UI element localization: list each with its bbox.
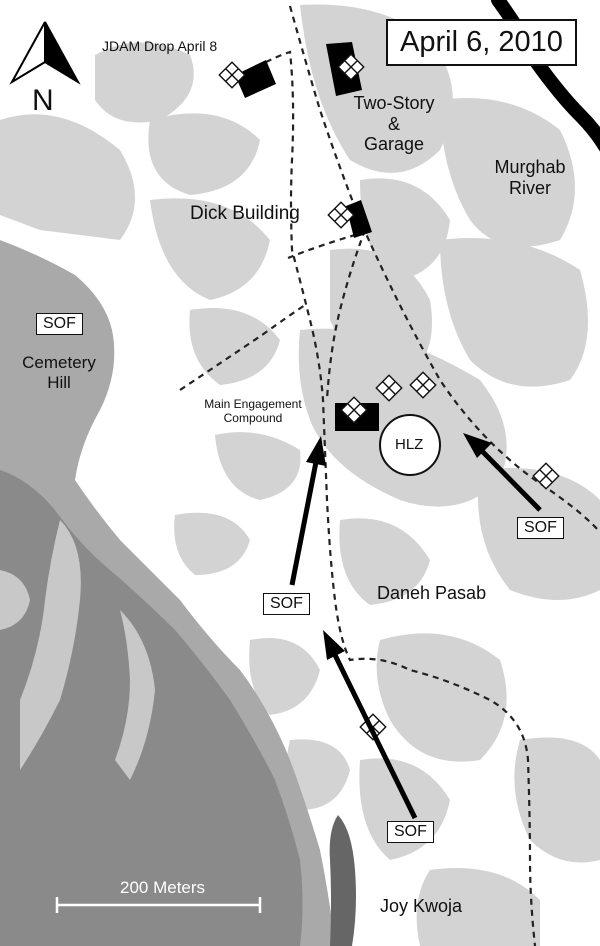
ridge-light-area: [20, 520, 81, 770]
jdam-target-building: [235, 60, 276, 98]
sof-label-west: SOF: [263, 593, 310, 616]
main-engagement-compound-label: Main Engagement Compound: [204, 397, 302, 426]
scale-bar-graphic: [55, 897, 262, 913]
compound-marker-north-2: [409, 371, 437, 399]
north-label: N: [32, 84, 54, 117]
compound-marker-two-story: [337, 53, 365, 81]
compound-marker-east: [532, 462, 560, 490]
river-line1: Murghab: [494, 157, 566, 177]
roads: [179, 5, 599, 946]
two-story-line3: Garage: [363, 134, 425, 155]
scale-bar-label: 200 Meters: [120, 878, 206, 897]
dick-building-label: Dick Building: [190, 203, 300, 224]
two-story-line2: &: [387, 113, 400, 134]
compound-marker-dick-building: [327, 201, 355, 229]
compound-marker-north-1: [375, 374, 403, 402]
river-line2: River: [508, 177, 552, 198]
daneh-pasab-label: Daneh Pasab: [377, 583, 487, 603]
ridge-light-area-3: [0, 570, 30, 630]
dick-building: [346, 200, 372, 238]
hlz-circle: [379, 414, 441, 476]
compound-marker-main-engagement: [340, 396, 368, 424]
murghab-river-label: Murghab River: [494, 157, 565, 198]
two-story-line1: Two-Story: [353, 93, 435, 113]
cemetery-line2: Hill: [47, 372, 71, 392]
stream-channel-dark: [329, 815, 356, 946]
two-story-garage-label: Two-Story & Garage: [353, 93, 434, 155]
north-arrow-icon: [9, 21, 81, 85]
main-engagement-line2: Compound: [223, 410, 283, 425]
compound-marker-jdam: [218, 61, 246, 89]
sof-arrows: [289, 433, 542, 820]
joy-kwoja-label: Joy Kwoja: [380, 896, 463, 916]
sof-arrow-southeast: [480, 449, 542, 512]
sof-arrow-west: [289, 461, 319, 586]
cemetery-line1: Cemetery: [22, 353, 96, 372]
sof-label-south: SOF: [387, 821, 434, 844]
hlz-label: HLZ: [395, 436, 424, 453]
main-engagement-line1: Main Engagement: [204, 397, 302, 411]
sof-label-east: SOF: [517, 517, 564, 540]
sof-label-cemetery: SOF: [36, 313, 83, 336]
cemetery-hill-label: Cemetery Hill: [22, 353, 96, 392]
date-label: April 6, 2010: [386, 19, 577, 67]
jdam-drop-label: JDAM Drop April 8: [102, 38, 218, 54]
sof-arrow-south: [332, 653, 418, 820]
ridge-light-area-2: [115, 610, 155, 780]
